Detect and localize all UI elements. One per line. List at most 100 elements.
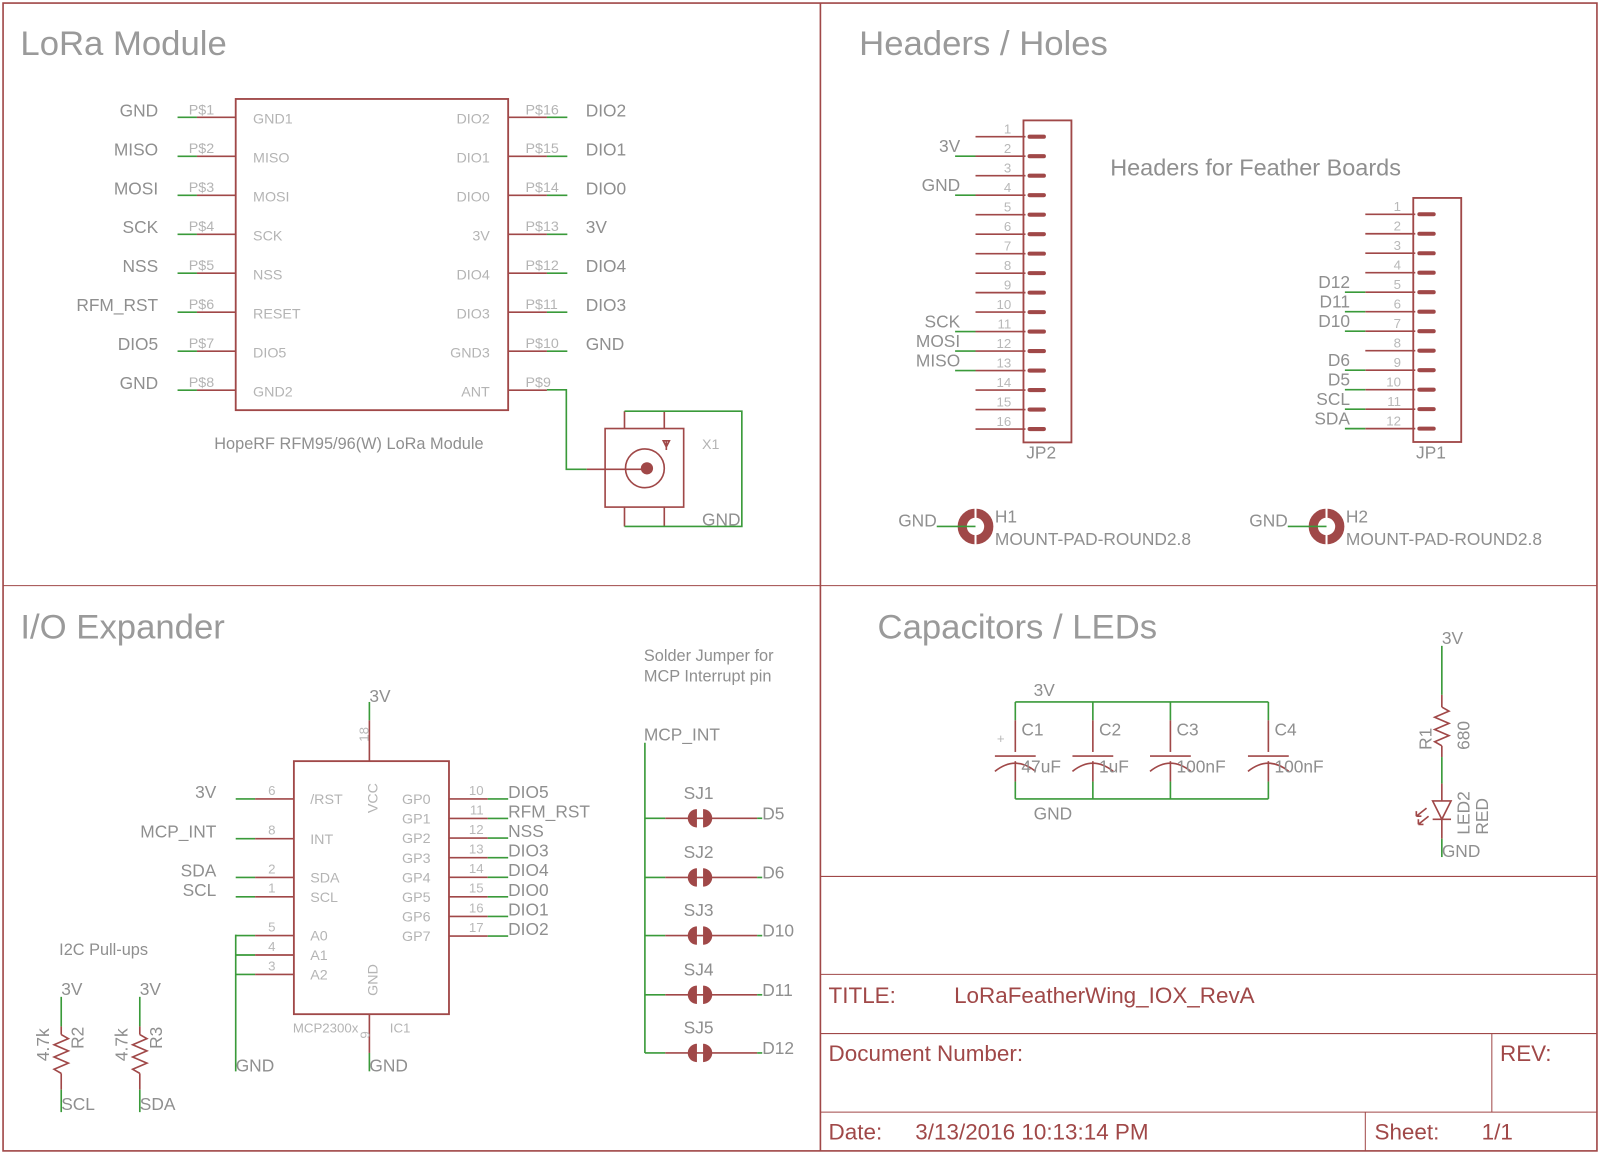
hole-value: MOUNT-PAD-ROUND2.8 bbox=[995, 529, 1191, 549]
pin-name: DIO2 bbox=[456, 111, 489, 127]
resistor-ref: R3 bbox=[146, 1027, 166, 1049]
net-label: GND bbox=[586, 334, 625, 354]
net-label: SCK bbox=[925, 312, 961, 332]
pin-name: GP3 bbox=[402, 851, 431, 867]
sheet-label: Sheet: bbox=[1374, 1120, 1439, 1145]
pin-num: 3 bbox=[1004, 161, 1011, 176]
pin-name: GP6 bbox=[402, 910, 431, 926]
antenna-connector-x1[interactable]: X1 GND bbox=[604, 410, 743, 529]
mcp-pin-a0[interactable]: 5A0 bbox=[235, 920, 328, 945]
led2-diode[interactable] bbox=[1431, 800, 1453, 822]
pin-num: 16 bbox=[469, 900, 484, 915]
polarity-plus: + bbox=[997, 731, 1005, 746]
rfm95-body[interactable] bbox=[234, 98, 510, 412]
pin-num: 8 bbox=[1394, 336, 1401, 351]
net-label: SCL bbox=[1316, 389, 1350, 409]
pin-num: 11 bbox=[1387, 394, 1401, 409]
pin-num: 8 bbox=[268, 823, 275, 838]
net-label: DIO1 bbox=[586, 139, 626, 159]
pin-name: SDA bbox=[310, 871, 340, 887]
pin-num: 2 bbox=[268, 861, 275, 876]
net-label: SDA bbox=[140, 1094, 176, 1114]
net-label: DIO4 bbox=[586, 256, 627, 276]
net-label: MISO bbox=[916, 350, 960, 370]
date-value: 3/13/2016 10:13:14 PM bbox=[915, 1120, 1148, 1145]
net-label: DIO1 bbox=[508, 899, 548, 919]
ic-ref-label: IC1 bbox=[390, 1021, 411, 1036]
jumper-caption-1: Solder Jumper for bbox=[644, 647, 774, 665]
pin-name: 3V bbox=[472, 228, 490, 244]
vcc-pin-num: 18 bbox=[356, 727, 371, 742]
pin-name: GP0 bbox=[402, 792, 431, 808]
mcp-pin-a1[interactable]: 4A1 bbox=[235, 939, 328, 964]
pin-name: DIO4 bbox=[456, 267, 489, 283]
resistor-value: 4.7k bbox=[112, 1028, 132, 1061]
jumper-ref: SJ3 bbox=[684, 900, 714, 920]
sheet-value: 1/1 bbox=[1482, 1120, 1513, 1145]
resistor-icon bbox=[52, 1033, 71, 1075]
caps-top-net: 3V bbox=[1034, 680, 1056, 700]
x1-ref: X1 bbox=[702, 437, 720, 453]
net-label: DIO3 bbox=[508, 841, 548, 861]
r1-resistor[interactable] bbox=[1432, 706, 1452, 747]
mcp-int-net-label: MCP_INT bbox=[644, 725, 720, 745]
mcp2300x-body[interactable] bbox=[292, 760, 450, 1016]
pin-name: GND3 bbox=[450, 345, 490, 361]
led-circuit[interactable]: 3V GND R1 680 LED2 RED bbox=[1415, 628, 1492, 861]
header-ref: JP1 bbox=[1416, 442, 1446, 462]
pin-name: MISO bbox=[253, 150, 289, 166]
pin-num: 5 bbox=[268, 920, 275, 935]
jumper-pad-icon bbox=[703, 985, 713, 1004]
pin-name: GP7 bbox=[402, 929, 431, 945]
mcp-pin-a2[interactable]: 3A2 bbox=[235, 958, 328, 983]
jumper-pad-icon bbox=[703, 868, 713, 887]
jumper-pad-icon bbox=[703, 1043, 713, 1063]
header-jp2[interactable]: 123V34GND567891011SCK12MOSI13MISO141516J… bbox=[916, 119, 1073, 463]
pin-num: 8 bbox=[1004, 258, 1011, 273]
pullups-caption: I2C Pull-ups bbox=[59, 941, 148, 959]
